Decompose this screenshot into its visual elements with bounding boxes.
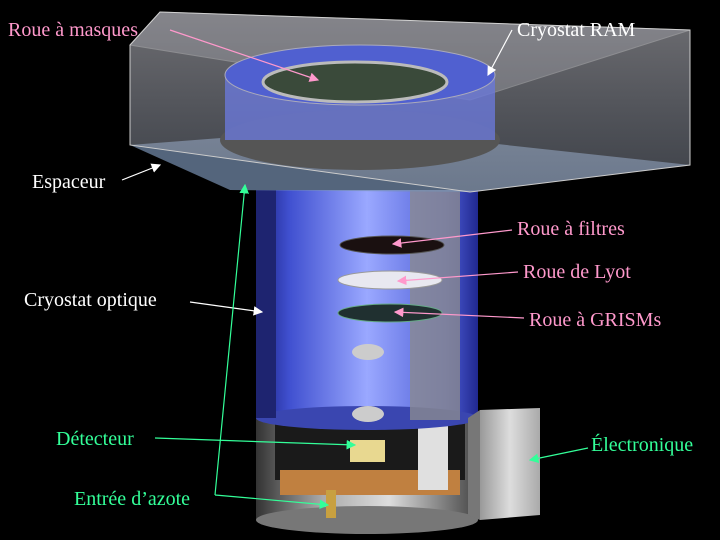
label-cryostat-optique: Cryostat optique xyxy=(24,289,157,311)
label-detecteur: Détecteur xyxy=(56,428,134,450)
electronics-box xyxy=(468,408,540,520)
arrow-azote-1 xyxy=(214,183,249,496)
arrow-roue-filtres xyxy=(391,229,513,248)
arrow-azote-2 xyxy=(214,494,330,510)
label-cryostat-ram: Cryostat RAM xyxy=(517,19,636,41)
lyot-wheel xyxy=(337,270,443,290)
ram-cryostat xyxy=(129,11,691,193)
optical-cryostat xyxy=(256,190,478,430)
label-electronique: Électronique xyxy=(591,433,693,456)
label-roue-grisms: Roue à GRISMs xyxy=(529,309,661,331)
mask-wheel xyxy=(261,60,449,104)
grism-wheel xyxy=(337,303,443,323)
label-entree-azote: Entrée d’azote xyxy=(74,488,190,510)
bottom-housing xyxy=(256,415,478,534)
arrow-roue-grisms xyxy=(393,307,525,319)
arrow-electronique xyxy=(528,447,589,463)
nitrogen-inlet xyxy=(326,490,336,518)
arrow-roue-lyot xyxy=(396,271,519,286)
arrow-cryostat-ram xyxy=(487,29,513,77)
lens-2 xyxy=(352,406,384,422)
label-roue-masques: Roue à masques xyxy=(8,19,138,41)
lens-1 xyxy=(352,344,384,360)
label-espaceur: Espaceur xyxy=(32,171,106,193)
filter-wheel xyxy=(339,235,445,255)
arrow-detecteur xyxy=(154,437,357,450)
detector-block xyxy=(350,440,385,462)
arrow-roue-masques xyxy=(169,29,320,82)
label-roue-lyot: Roue de Lyot xyxy=(523,261,631,283)
arrow-espaceur xyxy=(121,163,162,181)
label-roue-filtres: Roue à filtres xyxy=(517,218,625,240)
arrow-cryostat-optique xyxy=(189,301,264,316)
